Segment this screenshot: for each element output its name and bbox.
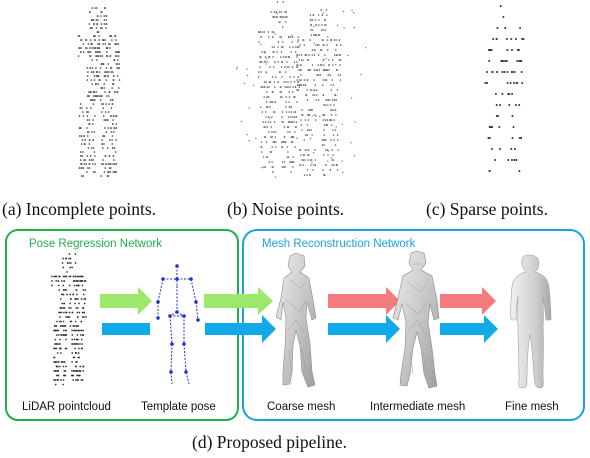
incomplete-points-panel <box>77 7 121 177</box>
coarse-mesh-label: Coarse mesh <box>267 401 335 413</box>
template-pose-skeleton <box>156 264 200 385</box>
blue-arrow-2 <box>205 315 276 343</box>
blue-arrow-1 <box>102 323 150 335</box>
intermediate-mesh-figure <box>392 250 440 389</box>
red-arrow-1 <box>328 287 400 315</box>
sparse-pointcloud <box>484 5 525 172</box>
intermediate-mesh-label: Intermediate mesh <box>370 401 465 413</box>
blue-arrow-4 <box>440 315 498 343</box>
pose-regression-title: Pose Regression Network <box>29 238 162 250</box>
lidar-pointcloud <box>50 253 87 386</box>
green-arrow-1 <box>100 287 152 315</box>
coarse-mesh-figure <box>275 252 317 388</box>
arrows <box>100 287 498 343</box>
mesh-reconstruction-title: Mesh Reconstruction Network <box>262 238 416 250</box>
caption-c: (c) Sparse points. <box>426 199 548 219</box>
lidar-label: LiDAR pointcloud <box>22 401 111 413</box>
red-arrow-2 <box>440 287 496 315</box>
caption-d: (d) Proposed pipeline. <box>192 432 347 452</box>
template-pose-label: Template pose <box>141 401 216 413</box>
caption-a: (a) Incomplete points. <box>2 199 156 219</box>
noise-points-panel <box>235 1 367 178</box>
incomplete-pointcloud <box>77 7 121 177</box>
blue-arrow-3 <box>328 315 400 343</box>
caption-b: (b) Noise points. <box>227 199 344 219</box>
fine-mesh-figure <box>510 254 552 389</box>
fine-mesh-label: Fine mesh <box>505 401 559 413</box>
noise-pointcloud <box>235 1 367 178</box>
green-arrow-2 <box>204 287 273 315</box>
sparse-points-panel <box>484 5 525 172</box>
